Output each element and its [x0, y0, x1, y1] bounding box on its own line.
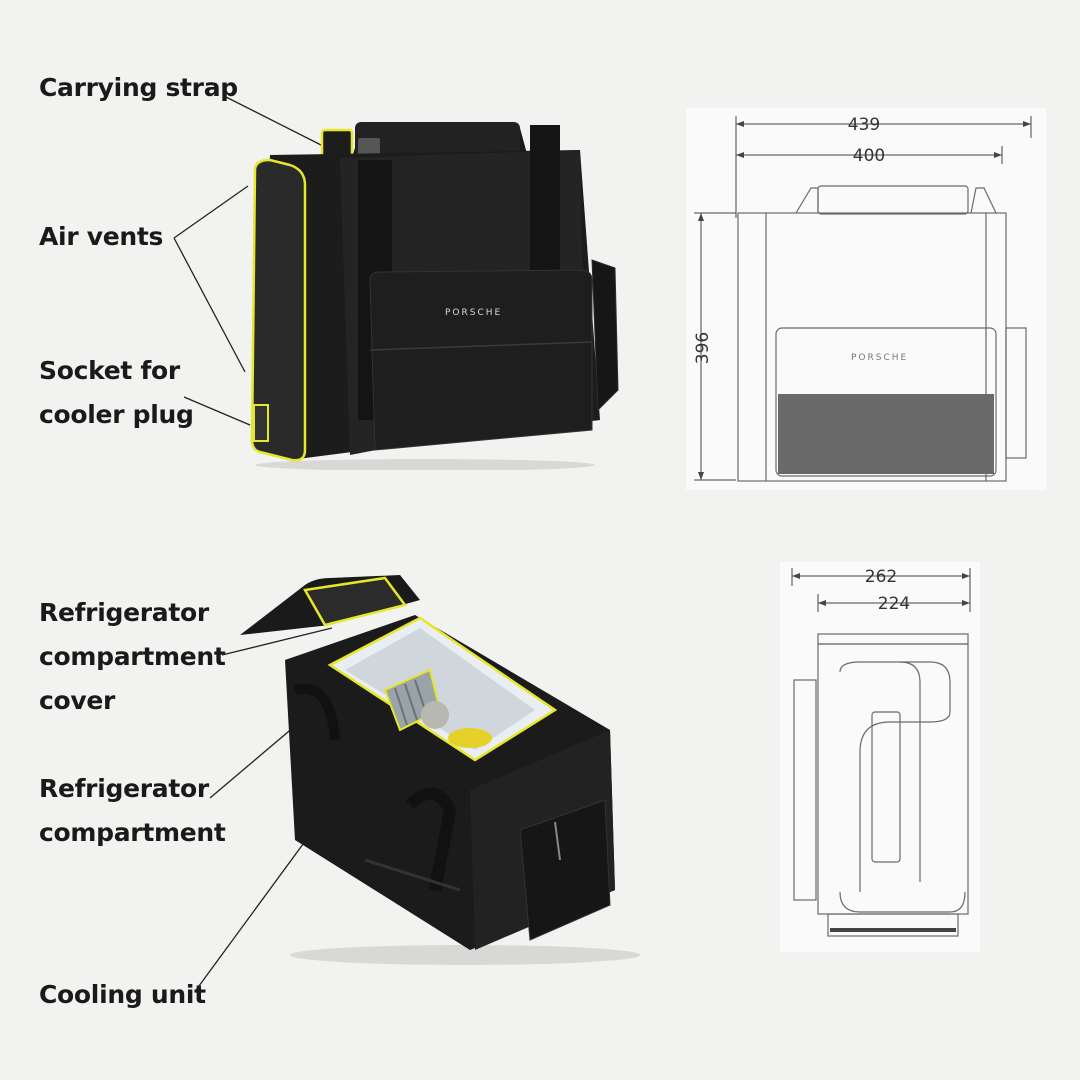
- dimension-overall-depth: 262: [865, 567, 897, 587]
- label-cover-line1: Refrigerator: [39, 598, 209, 627]
- leader-carrying-strap: [225, 96, 326, 148]
- label-compartment-cover: Refrigerator compartment cover: [39, 591, 226, 723]
- label-socket-line2: cooler plug: [39, 400, 194, 429]
- label-carrying-strap: Carrying strap: [39, 73, 238, 102]
- socket-highlight: [253, 404, 269, 442]
- bag-open-illustration: [240, 575, 640, 965]
- leader-air-vents-top: [173, 185, 249, 239]
- front-dimension-svg: PORSCHE 439 400 396: [693, 115, 1032, 482]
- dimension-overall-width: 439: [848, 115, 880, 135]
- leader-socket: [183, 396, 251, 426]
- air-vents-highlight: [250, 158, 307, 462]
- label-refrigerator-compartment: Refrigerator compartment: [39, 767, 226, 855]
- dimension-body-depth: 224: [878, 594, 910, 614]
- bag-logo: PORSCHE: [445, 308, 502, 318]
- leader-cover: [221, 627, 333, 656]
- label-cover-line2: compartment: [39, 642, 226, 671]
- bag-closed-illustration: PORSCHE: [250, 121, 619, 470]
- label-compartment-line1: Refrigerator: [39, 774, 209, 803]
- label-cover-line3: cover: [39, 686, 116, 715]
- label-compartment-line2: compartment: [39, 818, 226, 847]
- side-dimension-drawing: 262 224: [780, 562, 980, 952]
- leader-air-vents-bottom: [173, 237, 246, 373]
- label-socket: Socket for cooler plug: [39, 349, 194, 437]
- dimension-height: 396: [693, 332, 713, 364]
- front-dimension-drawing: PORSCHE 439 400 396: [686, 108, 1046, 490]
- compartment-cover-highlight: [303, 576, 408, 627]
- drawing-logo: PORSCHE: [851, 353, 908, 363]
- label-cooling-unit: Cooling unit: [39, 980, 206, 1009]
- label-socket-line1: Socket for: [39, 356, 180, 385]
- label-air-vents: Air vents: [39, 222, 164, 251]
- dimension-body-width: 400: [853, 146, 885, 166]
- side-dimension-svg: 262 224: [791, 567, 971, 937]
